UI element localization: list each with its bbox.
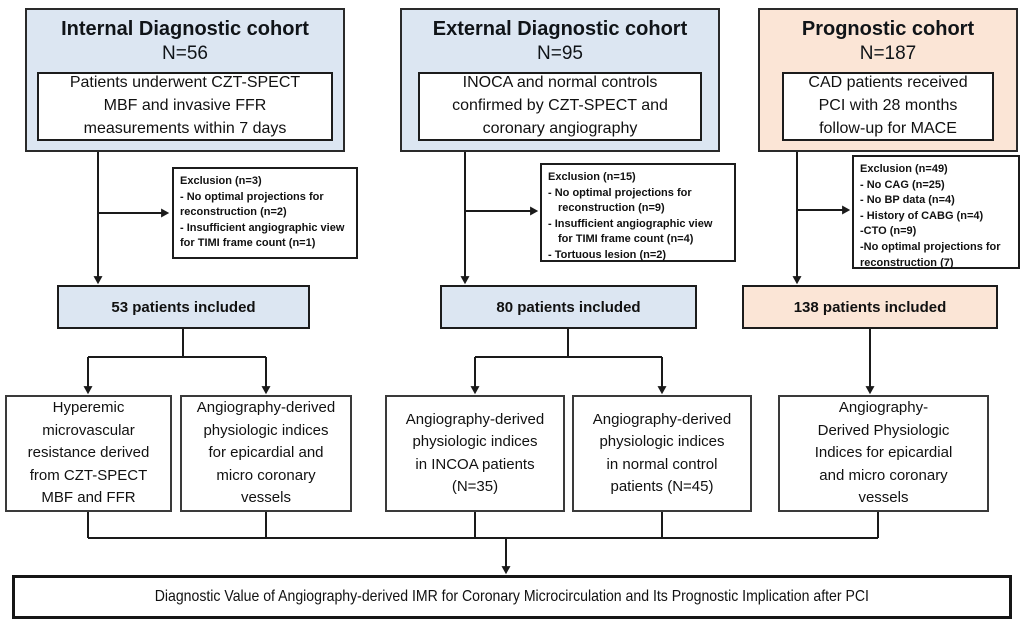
exclusion-line: -No optimal projections for reconstructi… <box>860 241 1001 269</box>
prognostic-cohort-title: Prognostic cohort <box>801 18 975 40</box>
prognostic-cohort-n: N=187 <box>859 43 917 64</box>
external-cohort-title: External Diagnostic cohort <box>432 18 688 40</box>
conclusion-box: Diagnostic Value of Angiography-derived … <box>12 575 1012 619</box>
prognostic-outcome-1-box: Angiography- Derived Physiologic Indices… <box>778 395 989 512</box>
external-exclusion-box: Exclusion (n=15) - No optimal projection… <box>540 163 736 262</box>
internal-exclusion-box: Exclusion (n=3) - No optimal projections… <box>172 167 358 259</box>
split-internal <box>88 329 266 358</box>
prognostic-included-box: 138 patients included <box>742 285 998 329</box>
prognostic-exclusion-box: Exclusion (n=49) - No CAG (n=25) - No BP… <box>852 155 1020 269</box>
collector-lines <box>87 512 879 539</box>
split-external <box>475 329 662 358</box>
exclusion-line: Exclusion (n=3) <box>180 175 262 187</box>
external-cohort-n: N=95 <box>537 43 583 64</box>
external-cohort-description: INOCA and normal controls confirmed by C… <box>418 72 702 141</box>
internal-cohort-n: N=56 <box>162 43 208 64</box>
conclusion-text: Diagnostic Value of Angiography-derived … <box>154 588 870 605</box>
external-outcome-2-box: Angiography-derived physiologic indices … <box>572 395 752 512</box>
exclusion-line: - Tortuous lesion (n=2) <box>548 249 667 262</box>
external-cohort-box: External Diagnostic cohort N=95 INOCA an… <box>400 8 720 152</box>
exclusion-line: -CTO (n=9) <box>860 225 917 238</box>
internal-cohort-title: Internal Diagnostic cohort <box>61 18 309 40</box>
prognostic-cohort-box: Prognostic cohort N=187 CAD patients rec… <box>758 8 1018 152</box>
exclusion-line: - No optimal projections for reconstruct… <box>548 186 692 215</box>
exclusion-line: - No optimal projections for reconstruct… <box>180 190 324 219</box>
internal-outcome-2-box: Angiography-derived physiologic indices … <box>180 395 352 512</box>
external-included-box: 80 patients included <box>440 285 697 329</box>
internal-included-box: 53 patients included <box>57 285 310 329</box>
exclusion-line: Exclusion (n=49) <box>860 163 948 175</box>
exclusion-line: - No CAG (n=25) <box>860 178 945 191</box>
external-outcome-1-box: Angiography-derived physiologic indices … <box>385 395 565 512</box>
internal-cohort-box: Internal Diagnostic cohort N=56 Patients… <box>25 8 345 152</box>
prognostic-cohort-description: CAD patients received PCI with 28 months… <box>782 72 994 141</box>
exclusion-line: - History of CABG (n=4) <box>860 209 984 222</box>
exclusion-line: - Insufficient angiographic view for TIM… <box>180 221 345 250</box>
exclusion-line: - Insufficient angiographic view for TIM… <box>548 217 713 246</box>
internal-cohort-description: Patients underwent CZT-SPECT MBF and inv… <box>37 72 333 141</box>
internal-outcome-1-box: Hyperemic microvascular resistance deriv… <box>5 395 172 512</box>
exclusion-line: - No BP data (n=4) <box>860 194 955 207</box>
exclusion-line: Exclusion (n=15) <box>548 171 636 183</box>
